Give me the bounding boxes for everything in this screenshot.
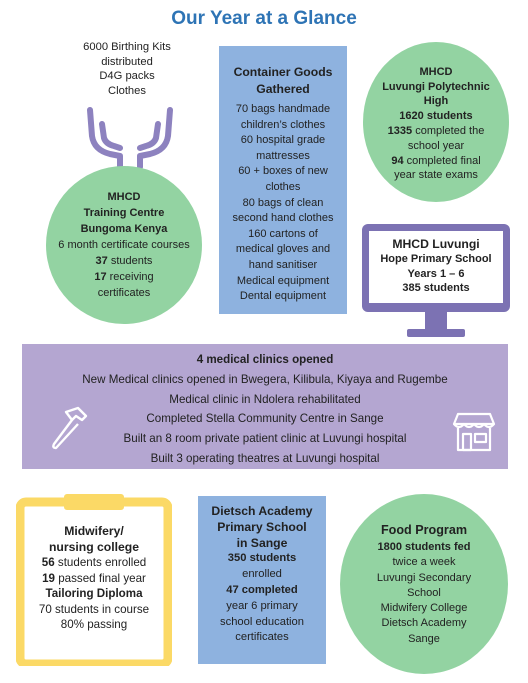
training-line: Training Centre bbox=[83, 207, 165, 219]
monitor-heading: MHCD Luvungi bbox=[392, 237, 480, 251]
container-line: 80 bags of clean bbox=[242, 196, 324, 209]
clinics-text: 4 medical clinics opened New Medical cli… bbox=[22, 350, 508, 469]
polytechnic-line: High bbox=[423, 95, 449, 108]
birthing-kits-text: 6000 Birthing Kits distributed D4G packs… bbox=[52, 40, 202, 98]
food-line: 1800 students fed bbox=[377, 541, 471, 554]
birthing-line: D4G packs bbox=[99, 70, 155, 82]
training-line: Bungoma Kenya bbox=[80, 223, 168, 235]
clinics-heading: 4 medical clinics opened bbox=[196, 353, 334, 366]
container-line: clothes bbox=[265, 180, 301, 193]
clipboard-heading2: Tailoring Diploma bbox=[45, 587, 143, 600]
hands-icon bbox=[87, 107, 173, 170]
polytechnic-line: school year bbox=[407, 139, 465, 152]
container-line: second hand clothes bbox=[232, 212, 334, 225]
food-heading: Food Program bbox=[380, 523, 468, 538]
food-line: twice a week bbox=[392, 556, 456, 569]
polytechnic-circle: MHCD Luvungi Polytechnic High 1620 stude… bbox=[363, 42, 509, 202]
clipboard-line: 70 students in course bbox=[38, 602, 150, 616]
clinics-line: Built 3 operating theatres at Luvungi ho… bbox=[150, 451, 380, 465]
clipboard-line: 19 passed final year bbox=[42, 571, 146, 585]
hope-school-monitor: MHCD Luvungi Hope Primary School Years 1… bbox=[361, 223, 511, 341]
monitor-icon bbox=[362, 224, 510, 337]
clipboard-icon bbox=[16, 494, 172, 666]
hammer-icon bbox=[52, 406, 88, 450]
dietsch-heading: Dietsch Academy bbox=[211, 504, 313, 518]
food-line: Sange bbox=[408, 632, 440, 645]
midwifery-clipboard: Midwifery/ nursing college 56 students e… bbox=[16, 492, 172, 666]
training-centre-circle: MHCD Training Centre Bungoma Kenya 6 mon… bbox=[46, 166, 202, 324]
container-line: children’s clothes bbox=[240, 118, 326, 131]
clipboard-heading: Midwifery/ bbox=[64, 524, 124, 538]
container-heading-line: Container Goods bbox=[233, 65, 333, 79]
dietsch-line: certificates bbox=[235, 631, 289, 644]
training-text: MHCD Training Centre Bungoma Kenya 6 mon… bbox=[58, 189, 189, 301]
food-line: Midwifery College bbox=[380, 602, 468, 615]
clinics-line: Completed Stella Community Centre in San… bbox=[146, 412, 384, 426]
birthing-line: Clothes bbox=[108, 84, 146, 97]
container-line: 70 bags handmade bbox=[235, 103, 331, 115]
clipboard-text: Midwifery/ nursing college 56 students e… bbox=[26, 524, 162, 633]
clinics-line: Medical clinic in Ndolera rehabilitated bbox=[169, 392, 361, 406]
clipboard-line: 80% passing bbox=[60, 618, 128, 631]
polytechnic-line: Luvungi Polytechnic bbox=[382, 80, 490, 93]
birthing-line: distributed bbox=[101, 55, 153, 68]
dietsch-line: 47 completed bbox=[226, 583, 298, 596]
polytechnic-line: MHCD bbox=[419, 65, 453, 78]
container-line: medical gloves and bbox=[235, 243, 331, 256]
dietsch-heading: in Sange bbox=[236, 535, 288, 550]
food-program-circle: Food Program 1800 students fed twice a w… bbox=[340, 494, 508, 674]
food-line: School bbox=[407, 586, 441, 599]
dietsch-line: 350 students bbox=[227, 552, 297, 565]
clipboard-line: 56 students enrolled bbox=[41, 556, 147, 569]
container-line: mattresses bbox=[256, 149, 310, 162]
polytechnic-line: 1335 completed the bbox=[387, 125, 485, 137]
monitor-line: Hope Primary School bbox=[380, 253, 492, 265]
dietsch-academy-box: Dietsch Academy Primary School in Sange … bbox=[198, 496, 326, 664]
dietsch-heading: Primary School bbox=[217, 519, 307, 534]
monitor-line: Years 1 – 6 bbox=[407, 267, 465, 280]
training-line: 6 month certificate courses bbox=[58, 239, 190, 251]
dietsch-line: year 6 primary bbox=[226, 599, 298, 612]
dietsch-text: Dietsch Academy Primary School in Sange … bbox=[211, 504, 312, 646]
polytechnic-line: 94 completed final bbox=[391, 154, 481, 167]
clipboard-heading: nursing college bbox=[48, 539, 140, 554]
container-line: Dental equipment bbox=[239, 290, 327, 303]
birthing-line: 6000 Birthing Kits bbox=[83, 41, 171, 53]
monitor-line: 385 students bbox=[402, 282, 470, 294]
polytechnic-line: year state exams bbox=[394, 169, 478, 182]
birthing-kits-section: 6000 Birthing Kits distributed D4G packs… bbox=[52, 40, 202, 170]
food-line: Luvungi Secondary bbox=[376, 571, 472, 584]
polytechnic-line: 1620 students bbox=[399, 110, 473, 123]
container-line: 60 hospital grade bbox=[240, 134, 326, 147]
container-line: Medical equipment bbox=[236, 274, 330, 287]
dietsch-line: enrolled bbox=[242, 568, 282, 581]
container-line: hand sanitiser bbox=[248, 258, 318, 271]
clinics-band: 4 medical clinics opened New Medical cli… bbox=[22, 344, 508, 469]
shop-icon bbox=[452, 412, 496, 452]
container-list: 70 bags handmade children’s clothes 60 h… bbox=[233, 102, 334, 305]
polytechnic-text: MHCD Luvungi Polytechnic High 1620 stude… bbox=[382, 61, 490, 183]
food-text: Food Program 1800 students fed twice a w… bbox=[377, 521, 471, 646]
dietsch-line: school education bbox=[220, 615, 304, 628]
container-line: 60 + boxes of new bbox=[238, 165, 328, 178]
container-goods-box: Container Goods Gathered 70 bags handmad… bbox=[219, 46, 347, 314]
training-line: certificates bbox=[97, 287, 151, 299]
clinics-line: New Medical clinics opened in Bwegera, K… bbox=[82, 372, 448, 386]
clinics-line: Built an 8 room private patient clinic a… bbox=[123, 432, 407, 446]
monitor-text: MHCD Luvungi Hope Primary School Years 1… bbox=[369, 236, 503, 296]
training-line: 17 receiving bbox=[94, 271, 154, 283]
training-line: 37 students bbox=[95, 255, 153, 267]
container-heading: Container Goods Gathered bbox=[234, 64, 333, 98]
container-line: 160 cartons of bbox=[248, 227, 318, 240]
container-heading-line: Gathered bbox=[256, 82, 310, 96]
food-line: Dietsch Academy bbox=[381, 617, 467, 630]
page-title: Our Year at a Glance bbox=[171, 8, 357, 29]
training-line: MHCD bbox=[107, 191, 141, 203]
